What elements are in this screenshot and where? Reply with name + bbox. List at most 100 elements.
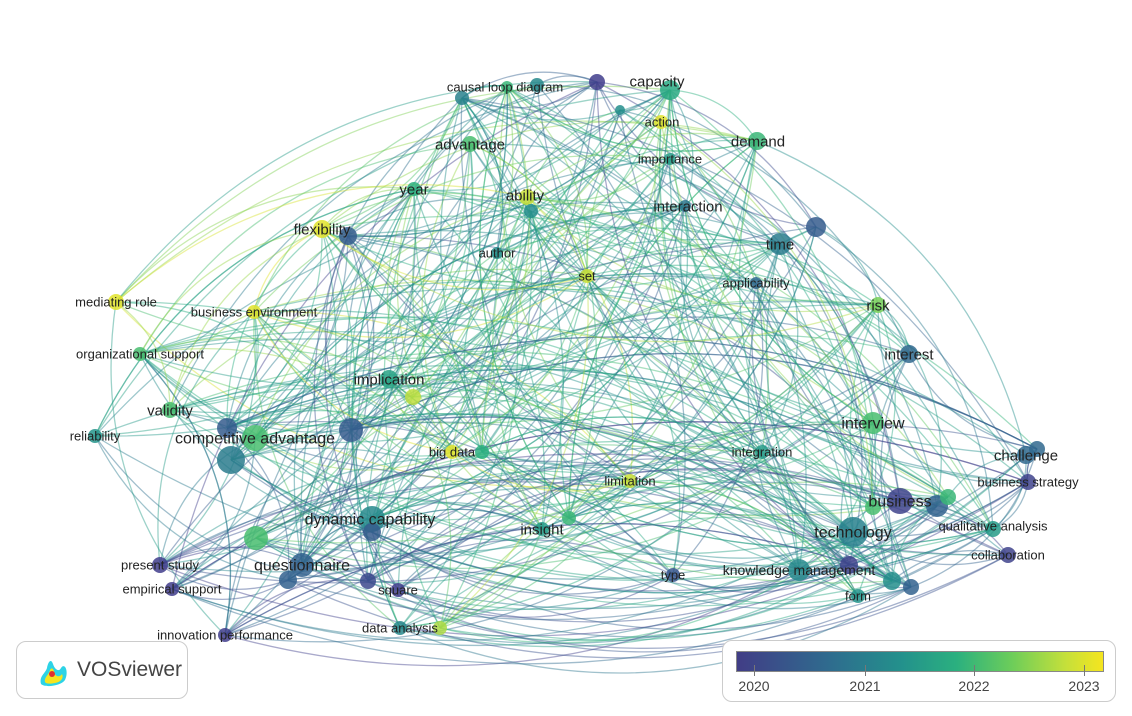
node-label-collaboration[interactable]: collaboration [971,548,1045,563]
node-label-time[interactable]: time [766,236,794,253]
node[interactable] [244,526,268,550]
node[interactable] [391,583,405,597]
node-label-technology[interactable]: technology [814,525,891,542]
node-label-business[interactable]: business [868,494,931,511]
node[interactable] [580,269,594,283]
node[interactable] [1029,441,1045,457]
node[interactable] [455,91,469,105]
node-label-implication[interactable]: implication [354,371,425,388]
node[interactable] [501,81,513,93]
node-label-set[interactable]: set [578,269,596,284]
node[interactable] [152,557,168,573]
node-label-organizational-support[interactable]: organizational support [76,347,204,362]
node[interactable] [788,559,810,581]
node[interactable] [806,217,826,237]
node[interactable] [162,402,178,418]
node[interactable] [363,523,381,541]
node[interactable] [433,621,447,635]
node[interactable] [393,621,407,635]
node-label-reliability[interactable]: reliability [70,429,121,444]
node[interactable] [217,418,237,438]
node[interactable] [217,446,245,474]
node[interactable] [279,571,297,589]
node-label-form[interactable]: form [845,589,871,604]
node-label-importance[interactable]: importance [638,152,702,167]
node-label-challenge[interactable]: challenge [994,447,1058,464]
node[interactable] [887,488,913,514]
node[interactable] [535,522,549,536]
node-label-integration[interactable]: integration [732,445,793,460]
node[interactable] [380,370,398,388]
node[interactable] [851,589,865,603]
node[interactable] [660,80,680,100]
node-label-questionnaire[interactable]: questionnaire [254,558,350,575]
node[interactable] [664,153,676,165]
node[interactable] [491,247,503,259]
node[interactable] [88,429,102,443]
node[interactable] [654,115,668,129]
node[interactable] [562,511,576,525]
node[interactable] [359,506,385,532]
node-label-data-analysis[interactable]: data analysis [362,621,438,636]
node[interactable] [589,74,605,90]
node-label-year[interactable]: year [399,181,428,198]
node-label-competitive-advantage[interactable]: competitive advantage [175,431,335,448]
node[interactable] [1020,474,1036,490]
node[interactable] [900,345,918,363]
node-label-knowledge-management[interactable]: knowledge management [723,562,876,578]
node[interactable] [666,568,680,582]
node-label-limitation[interactable]: limitation [604,474,655,489]
node[interactable] [445,445,459,459]
node-label-applicability[interactable]: applicability [722,276,790,291]
node[interactable] [750,277,762,289]
node[interactable] [862,412,884,434]
node-label-qualitative-analysis[interactable]: qualitative analysis [938,519,1048,534]
node-label-interaction[interactable]: interaction [653,198,722,215]
node[interactable] [462,136,478,152]
node[interactable] [108,294,124,310]
node[interactable] [407,182,421,196]
node-label-business-strategy[interactable]: business strategy [977,475,1079,490]
node[interactable] [748,132,766,150]
node-label-interview[interactable]: interview [841,416,905,433]
node[interactable] [530,78,544,92]
node[interactable] [524,204,538,218]
node-label-mediating-role[interactable]: mediating role [75,295,157,310]
node[interactable] [769,233,791,255]
node[interactable] [840,556,858,574]
node-label-advantage[interactable]: advantage [435,136,505,153]
node[interactable] [218,628,232,642]
node-label-empirical-support[interactable]: empirical support [123,582,222,597]
node[interactable] [519,189,535,205]
node[interactable] [615,105,625,115]
node-label-risk[interactable]: risk [866,297,890,314]
node[interactable] [405,389,421,405]
node[interactable] [133,347,147,361]
node[interactable] [883,572,901,590]
node[interactable] [870,297,886,313]
node[interactable] [475,445,489,459]
node[interactable] [679,200,691,212]
node-label-flexibility[interactable]: flexibility [294,221,351,238]
node[interactable] [865,499,881,515]
node[interactable] [242,425,268,451]
node[interactable] [339,418,363,442]
node-label-square[interactable]: square [378,583,418,598]
node[interactable] [247,305,261,319]
node[interactable] [165,582,179,596]
node[interactable] [903,579,919,595]
node-label-validity[interactable]: validity [147,402,193,419]
node[interactable] [339,227,357,245]
node[interactable] [985,521,1001,537]
node[interactable] [313,220,331,238]
node[interactable] [838,517,868,547]
node[interactable] [290,553,314,577]
node[interactable] [755,445,769,459]
node-label-innovation-performance[interactable]: innovation performance [157,628,293,643]
node-label-insight[interactable]: insight [520,521,564,538]
node-label-dynamic-capability[interactable]: dynamic capability [305,512,436,529]
node-label-causal-loop-diagram[interactable]: causal loop diagram [447,80,563,95]
node-label-type[interactable]: type [661,568,686,583]
